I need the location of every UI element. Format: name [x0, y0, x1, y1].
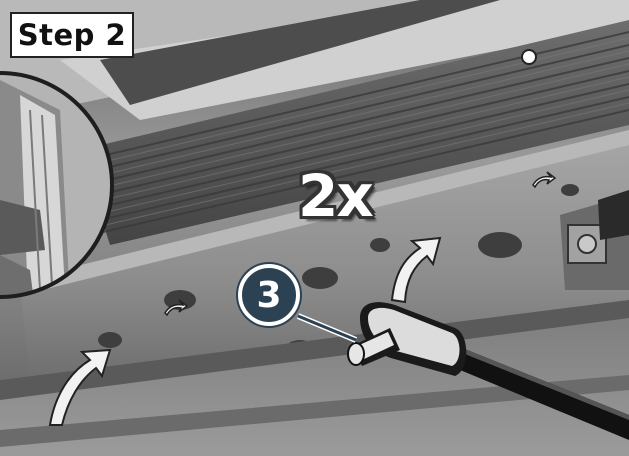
curved-arrow-icon — [48, 236, 442, 426]
quantity-label: 2x — [298, 162, 374, 230]
step-label: Step 2 — [10, 12, 134, 58]
bracket-fixture — [560, 190, 629, 290]
hex-key-tool — [347, 302, 629, 440]
part-callout: 3 — [238, 264, 300, 326]
